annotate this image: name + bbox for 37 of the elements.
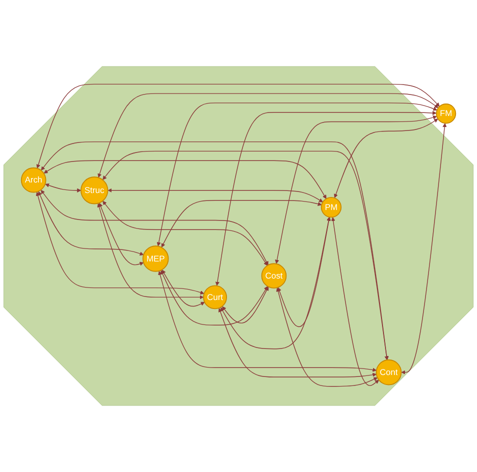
arrow <box>40 190 268 266</box>
node-circle: Cont <box>376 359 402 386</box>
node-circle: Curt <box>203 285 227 310</box>
arrow <box>156 102 438 246</box>
arrow <box>108 188 324 202</box>
node-circle: Struc <box>80 176 108 204</box>
arrow <box>215 110 437 286</box>
arrow <box>222 286 269 324</box>
node-circle: Arch <box>20 167 46 193</box>
node-circle: PM <box>320 196 342 218</box>
arrow <box>218 308 377 378</box>
cluster <box>4 66 474 406</box>
arrow <box>44 160 326 199</box>
arrow <box>36 84 440 168</box>
arrow <box>98 93 438 178</box>
arrow <box>98 202 144 266</box>
arrow <box>401 123 447 374</box>
arrow <box>97 203 204 300</box>
arrow <box>274 115 437 264</box>
arrow <box>102 150 389 360</box>
arrow <box>45 183 82 192</box>
node-circle: FM <box>436 104 456 124</box>
arrow <box>160 270 268 326</box>
arrow <box>38 191 144 256</box>
arrow <box>162 270 205 307</box>
arrow <box>278 216 331 327</box>
arrow <box>36 192 204 294</box>
arrow <box>220 216 331 350</box>
arrow <box>102 200 268 266</box>
arrow <box>41 141 389 360</box>
node-circle: MEP <box>142 246 169 272</box>
arrow <box>331 217 380 386</box>
node-circle: Cost <box>261 263 287 289</box>
arrow <box>161 200 322 248</box>
arrow <box>276 288 378 387</box>
arrow <box>334 118 438 198</box>
arrow <box>158 270 377 372</box>
